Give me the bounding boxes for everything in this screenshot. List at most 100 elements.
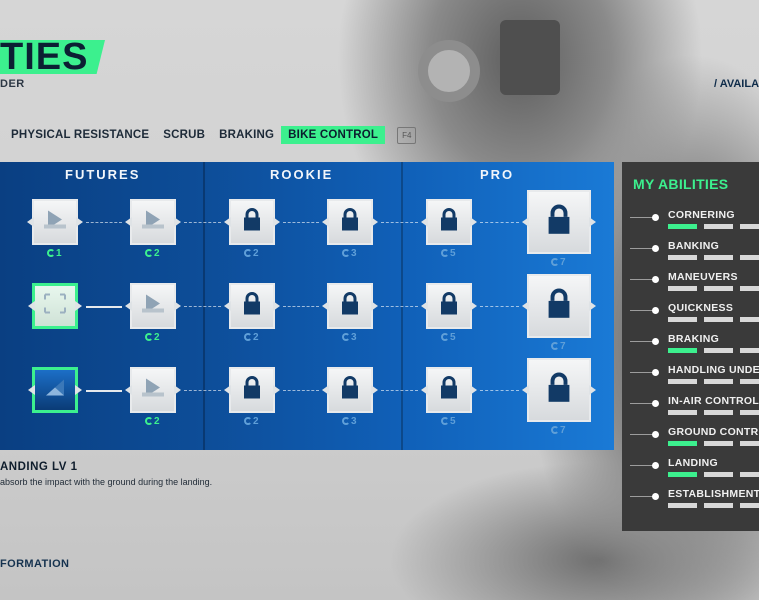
- node-connector: [522, 385, 529, 395]
- tab-bike-control[interactable]: BIKE CONTROL: [281, 126, 386, 144]
- skill-cost: 3: [342, 416, 357, 427]
- ability-dot-icon: [652, 245, 659, 252]
- node-connector: [224, 217, 231, 227]
- skill-cost: 5: [441, 248, 456, 259]
- node-connector: [589, 301, 596, 311]
- skill-node-r1-c3[interactable]: [224, 199, 280, 245]
- skill-node-r2-c1[interactable]: [28, 283, 82, 329]
- ability-row: LANDING: [622, 457, 759, 485]
- skill-cost-value: 3: [351, 248, 357, 259]
- lock-icon: [546, 372, 572, 409]
- skill-node-r3-c4[interactable]: [322, 367, 378, 413]
- ability-level-bars: [668, 317, 759, 322]
- skill-node-r2-c6[interactable]: [522, 274, 596, 338]
- tab-braking[interactable]: BRAKING: [219, 129, 275, 141]
- skill-cost: 2: [145, 416, 160, 427]
- skill-description-title: ANDING LV 1: [0, 461, 78, 473]
- skill-point-icon: [441, 249, 449, 257]
- skill-point-icon: [441, 333, 449, 341]
- ability-name: ESTABLISHMENT: [668, 488, 759, 500]
- skill-node-r1-c4[interactable]: [322, 199, 378, 245]
- ability-level-bars: [668, 224, 759, 229]
- tree-connector: [283, 222, 319, 223]
- ability-name: CORNERING: [668, 209, 735, 221]
- ability-level-bars: [668, 286, 759, 291]
- ability-name: HANDLING UNDER: [668, 364, 759, 376]
- skill-node-r1-c5[interactable]: [421, 199, 477, 245]
- ability-name: BRAKING: [668, 333, 720, 345]
- lock-icon: [340, 376, 360, 405]
- node-connector: [75, 385, 82, 395]
- ability-level-bars: [668, 348, 759, 353]
- tree-connector: [480, 222, 519, 223]
- node-connector: [125, 385, 132, 395]
- ability-level-segment: [668, 410, 697, 415]
- node-connector: [589, 217, 596, 227]
- node-connector: [75, 301, 82, 311]
- skill-node-r3-c2[interactable]: [125, 367, 181, 413]
- skill-cost-value: 3: [351, 332, 357, 343]
- ability-row: MANEUVERS: [622, 271, 759, 299]
- skill-node-r2-c5[interactable]: [421, 283, 477, 329]
- tab-scrub[interactable]: SCRUB: [163, 129, 206, 141]
- ability-level-bars: [668, 379, 759, 384]
- skill-node-r2-c4[interactable]: [322, 283, 378, 329]
- ability-connector: [630, 248, 654, 249]
- node-connector: [76, 217, 83, 227]
- ability-connector: [630, 279, 654, 280]
- node-connector: [125, 217, 132, 227]
- my-abilities-title: MY ABILITIES: [633, 176, 729, 192]
- ability-dot-icon: [652, 276, 659, 283]
- skill-cost: 2: [145, 248, 160, 259]
- skill-node-r3-c5[interactable]: [421, 367, 477, 413]
- node-connector: [470, 217, 477, 227]
- ability-level-segment: [704, 503, 733, 508]
- skill-node-r1-c6[interactable]: [522, 190, 596, 254]
- ability-level-bars: [668, 410, 759, 415]
- node-connector: [174, 217, 181, 227]
- ability-name: MANEUVERS: [668, 271, 738, 283]
- lock-icon: [340, 208, 360, 237]
- skill-point-icon: [441, 417, 449, 425]
- skill-cost-value: 5: [450, 248, 456, 259]
- tab-physical-resistance[interactable]: PHYSICAL RESISTANCE: [11, 129, 150, 141]
- tree-connector: [381, 390, 418, 391]
- skill-cost-value: 7: [560, 341, 566, 352]
- ability-level-bars: [668, 441, 759, 446]
- skill-description-text: absorb the impact with the ground during…: [0, 477, 213, 487]
- skill-cost: 7: [551, 341, 566, 352]
- tree-connector: [381, 306, 418, 307]
- information-link[interactable]: FORMATION: [0, 558, 70, 570]
- skill-node-r1-c1[interactable]: [27, 199, 83, 245]
- column-pro: PRO: [480, 167, 515, 182]
- skill-cost-value: 2: [253, 416, 259, 427]
- ability-level-segment: [704, 286, 733, 291]
- skill-point-icon: [342, 333, 350, 341]
- skill-cost: 7: [551, 257, 566, 268]
- skill-cost: 2: [244, 332, 259, 343]
- tree-connector: [184, 222, 221, 223]
- skill-node-r3-c3[interactable]: [224, 367, 280, 413]
- ability-level-segment: [668, 379, 697, 384]
- skill-point-icon: [551, 426, 559, 434]
- ability-row: BANKING: [622, 240, 759, 268]
- ability-row: BRAKING: [622, 333, 759, 361]
- ability-level-segment: [740, 410, 759, 415]
- skill-node-r1-c2[interactable]: [125, 199, 181, 245]
- skill-node-r3-c6[interactable]: [522, 358, 596, 422]
- skill-node-r2-c2[interactable]: [125, 283, 181, 329]
- lock-icon: [439, 208, 459, 237]
- skill-point-icon: [47, 249, 55, 257]
- skill-node-r2-c3[interactable]: [224, 283, 280, 329]
- ability-connector: [630, 217, 654, 218]
- ability-row: CORNERING: [622, 209, 759, 237]
- skill-cost-value: 7: [560, 425, 566, 436]
- node-connector: [470, 301, 477, 311]
- skill-node-r3-c1[interactable]: [28, 367, 82, 413]
- background-rider-part: [500, 20, 560, 95]
- ability-level-segment: [740, 503, 759, 508]
- tree-connector: [184, 390, 221, 391]
- node-connector: [589, 385, 596, 395]
- ability-row: GROUND CONTROL: [622, 426, 759, 454]
- ability-level-segment: [668, 441, 697, 446]
